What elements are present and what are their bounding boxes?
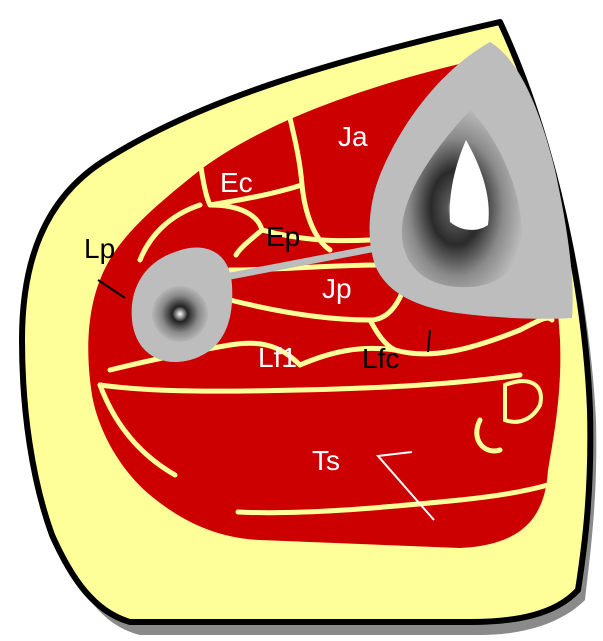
label-lf1: Lf1 xyxy=(258,342,297,373)
label-lp: Lp xyxy=(84,233,115,264)
label-ja: Ja xyxy=(338,121,368,152)
label-ep: Ep xyxy=(266,221,300,252)
label-ec: Ec xyxy=(220,167,253,198)
label-jp: Jp xyxy=(322,273,352,304)
label-ts: Ts xyxy=(312,445,340,476)
label-lfc: Lfc xyxy=(362,343,399,374)
fibula-marrow xyxy=(152,286,208,342)
